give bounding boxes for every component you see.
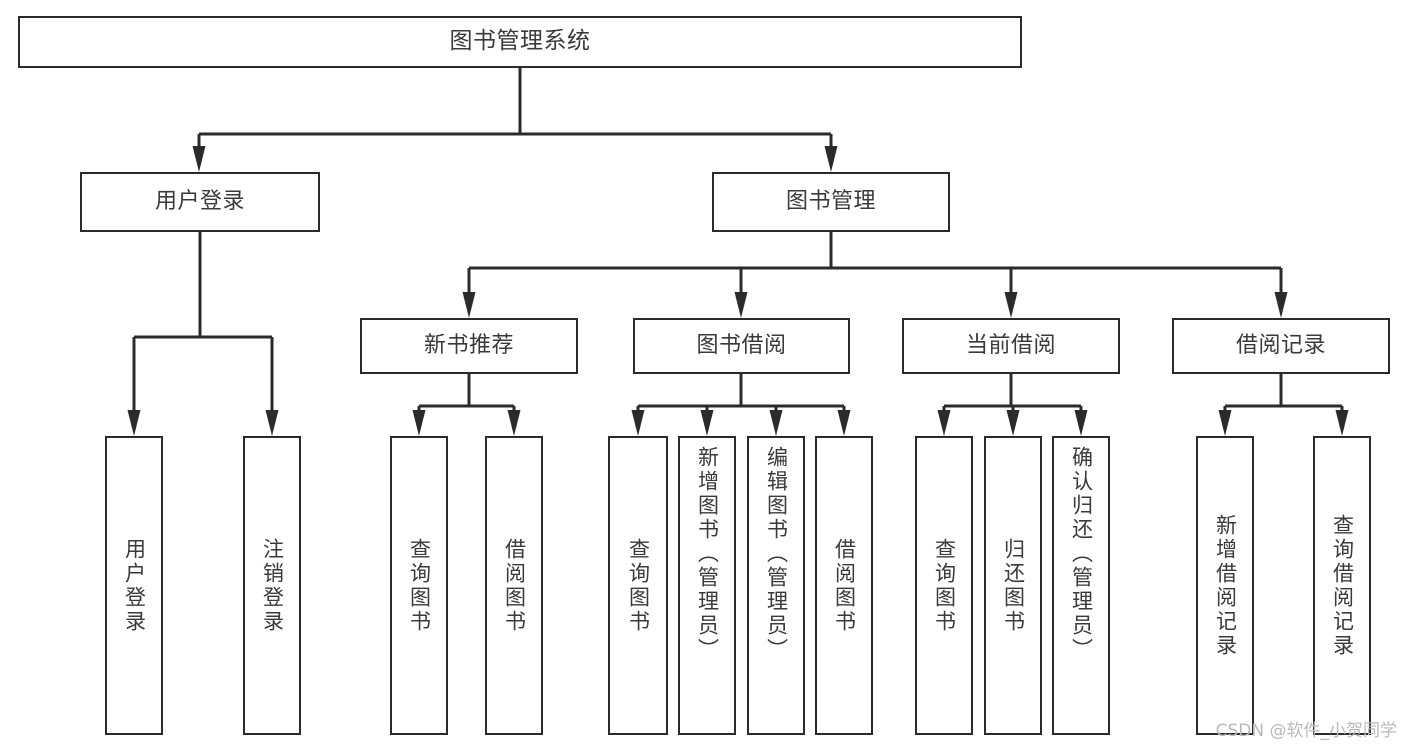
node-leaf-query-book-new[interactable]: 查询图书 xyxy=(390,436,448,735)
node-label: 用户登录 xyxy=(154,188,245,214)
node-label: 图书管理 xyxy=(785,188,876,214)
node-leaf-query-book-borrow[interactable]: 查询图书 xyxy=(608,436,668,735)
node-label: 新书推荐 xyxy=(423,332,514,358)
node-new-book-recommendation[interactable]: 新书推荐 xyxy=(360,318,578,374)
node-label: 确认归还（管理员） xyxy=(1069,446,1094,662)
node-label: 新增借阅记录 xyxy=(1213,513,1238,658)
node-label: 查询图书 xyxy=(932,537,957,634)
node-leaf-add-borrow-record[interactable]: 新增借阅记录 xyxy=(1196,436,1254,735)
node-book-management-system[interactable]: 图书管理系统 xyxy=(18,16,1022,68)
arrow-to-leaf-c-query-head xyxy=(937,410,951,436)
node-user-login[interactable]: 用户登录 xyxy=(80,172,320,232)
arrow-to-new-book-head xyxy=(462,292,476,318)
node-label: 当前借阅 xyxy=(965,332,1056,358)
arrow-to-current-borrow-head xyxy=(1004,292,1018,318)
node-leaf-confirm-return-admin[interactable]: 确认归还（管理员） xyxy=(1052,436,1110,735)
node-leaf-query-borrow-record[interactable]: 查询借阅记录 xyxy=(1313,436,1371,735)
arrow-to-leaf-user-logout-head xyxy=(265,410,279,436)
arrow-to-leaf-b-borrow-head xyxy=(837,410,851,436)
node-leaf-edit-book-admin[interactable]: 编辑图书（管理员） xyxy=(747,436,805,735)
node-label: 图书管理系统 xyxy=(449,28,591,55)
node-label: 查询借阅记录 xyxy=(1330,513,1355,658)
arrow-to-leaf-new-borrow-head xyxy=(507,410,521,436)
node-leaf-user-logout[interactable]: 注销登录 xyxy=(243,436,301,735)
node-label: 归还图书 xyxy=(1001,537,1026,634)
arrow-to-leaf-b-add-head xyxy=(700,410,714,436)
node-book-management[interactable]: 图书管理 xyxy=(712,172,950,232)
arrow-to-leaf-r-query-head xyxy=(1335,410,1349,436)
node-label: 查询图书 xyxy=(626,537,651,634)
node-borrowing-record[interactable]: 借阅记录 xyxy=(1172,318,1390,374)
node-leaf-borrow-book-new[interactable]: 借阅图书 xyxy=(485,436,543,735)
node-label: 查询图书 xyxy=(407,537,432,634)
arrow-to-leaf-c-return-head xyxy=(1006,410,1020,436)
node-label: 用户登录 xyxy=(122,537,147,634)
arrow-to-book-borrow-head xyxy=(734,292,748,318)
arrow-to-leaf-r-add-head xyxy=(1218,410,1232,436)
arrow-to-leaf-b-edit-head xyxy=(769,410,783,436)
node-leaf-return-book[interactable]: 归还图书 xyxy=(984,436,1042,735)
arrow-to-book-manage-branch-head xyxy=(824,146,838,172)
node-leaf-add-book-admin[interactable]: 新增图书（管理员） xyxy=(678,436,736,735)
arrow-to-borrow-record-head xyxy=(1274,292,1288,318)
arrow-to-leaf-b-query-head xyxy=(631,410,645,436)
node-label: 新增图书（管理员） xyxy=(695,446,720,662)
arrow-to-user-login-branch-head xyxy=(192,146,206,172)
arrow-to-leaf-user-login-head xyxy=(127,410,141,436)
node-label: 借阅记录 xyxy=(1235,332,1326,358)
node-label: 编辑图书（管理员） xyxy=(764,446,789,662)
arrow-to-leaf-new-query-head xyxy=(412,410,426,436)
arrow-to-leaf-c-confirm-head xyxy=(1074,410,1088,436)
node-label: 借阅图书 xyxy=(832,537,857,634)
node-label: 借阅图书 xyxy=(502,537,527,634)
node-leaf-query-book-current[interactable]: 查询图书 xyxy=(915,436,973,735)
node-leaf-user-login[interactable]: 用户登录 xyxy=(105,436,163,735)
node-label: 注销登录 xyxy=(260,537,285,634)
node-leaf-borrow-book[interactable]: 借阅图书 xyxy=(815,436,873,735)
node-label: 图书借阅 xyxy=(696,332,787,358)
node-book-borrowing[interactable]: 图书借阅 xyxy=(633,318,850,374)
watermark-text: CSDN @软件_小贺同学 xyxy=(1215,721,1397,741)
node-current-borrowing[interactable]: 当前借阅 xyxy=(902,318,1120,374)
